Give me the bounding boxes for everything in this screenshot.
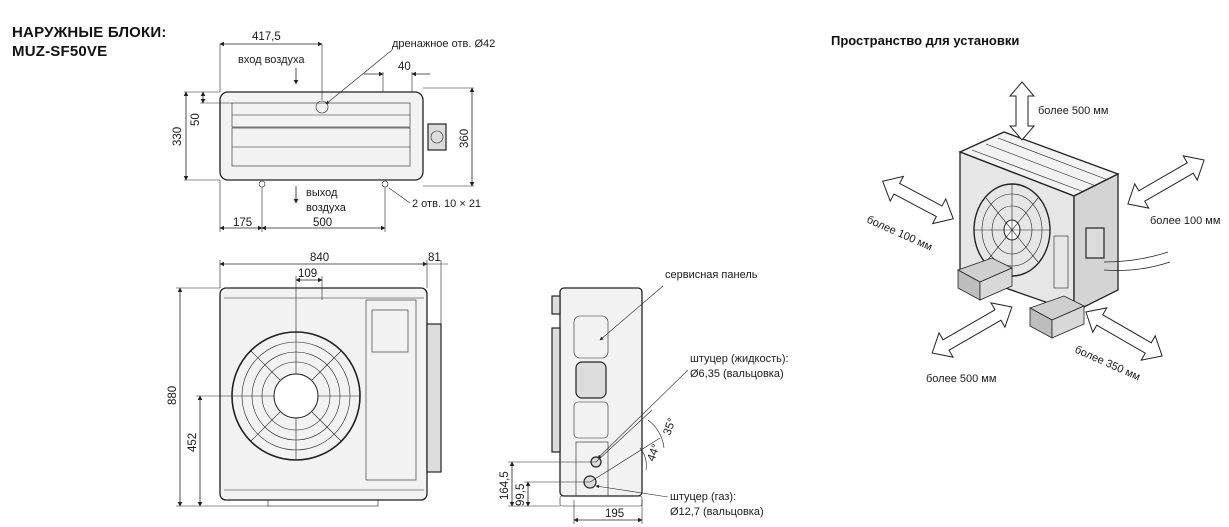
dim-40: 40 — [398, 61, 411, 73]
front-view-side-panel — [426, 323, 442, 473]
drawing-title-line1: НАРУЖНЫЕ БЛОКИ: — [12, 24, 167, 41]
air-inlet-label: вход воздуха — [238, 54, 305, 66]
clearance-arrow-left — [882, 175, 954, 225]
dim-880: 880 — [167, 386, 179, 405]
clearance-arrow-right — [1127, 155, 1205, 209]
fan-grille — [231, 331, 361, 461]
clearance-arrow-top — [1008, 81, 1036, 141]
unit-valve-cover — [1085, 227, 1105, 259]
top-view-valves — [427, 123, 447, 151]
dim-417-5: 417,5 — [252, 31, 281, 43]
service-panel-upper — [573, 315, 609, 359]
service-panel-label: сервисная панель — [665, 269, 758, 281]
clearance-top-label: более 500 мм — [1038, 105, 1108, 117]
dim-99-5: 99,5 — [515, 484, 527, 506]
clearance-right-label: более 100 мм — [1150, 215, 1220, 227]
front-view-label-plate — [371, 309, 409, 353]
dim-175: 175 — [233, 217, 252, 229]
air-outlet-label-2: воздуха — [306, 202, 347, 214]
front-view-casing — [219, 287, 428, 501]
drawing-title-line2: MUZ-SF50VE — [12, 43, 108, 60]
clearance-front-label: более 500 мм — [926, 373, 996, 385]
dim-195: 195 — [605, 508, 624, 520]
dim-81: 81 — [428, 252, 441, 264]
installation-space-heading: Пространство для установки — [831, 33, 1020, 48]
dim-50: 50 — [190, 113, 202, 126]
dim-500: 500 — [313, 217, 332, 229]
mount-holes-label: 2 отв. 10 × 21 — [412, 198, 481, 210]
dim-109: 109 — [298, 268, 317, 280]
top-view-casing — [219, 91, 424, 181]
dim-330: 330 — [172, 127, 184, 146]
liquid-port-label-2: Ø6,35 (вальцовка) — [690, 368, 784, 380]
mount-hole-right — [381, 180, 389, 188]
front-view: 840 81 109 880 452 — [167, 252, 448, 507]
dim-840: 840 — [310, 252, 329, 264]
valve-area — [575, 441, 609, 497]
dim-452: 452 — [187, 433, 199, 452]
drain-hole-label: дренажное отв. Ø42 — [392, 38, 495, 50]
angle-35: 35° — [662, 417, 679, 437]
side-view: сервисная панель штуцер (жидкость): Ø6,3… — [499, 269, 789, 524]
dim-360: 360 — [459, 129, 471, 148]
liquid-port-label-1: штуцер (жидкость): — [690, 353, 789, 365]
top-view: 417,5 вход воздуха дренажное отв. Ø42 40… — [172, 31, 495, 232]
gas-port-label-2: Ø12,7 (вальцовка) — [670, 506, 764, 518]
clearance-arrow-back — [1085, 307, 1163, 361]
side-view-rear-grille — [551, 327, 561, 453]
clearance-back-label: более 350 мм — [1073, 344, 1142, 384]
gas-port-label-1: штуцер (газ): — [670, 491, 736, 503]
air-outlet-label-1: выход — [306, 187, 338, 199]
clearance-left-label: более 100 мм — [865, 214, 934, 254]
clearance-arrow-front — [931, 302, 1013, 358]
dim-164-5: 164,5 — [499, 471, 511, 500]
drain-hole-mark — [315, 100, 329, 114]
angle-44: 44° — [646, 443, 663, 463]
mount-hole-left — [258, 180, 266, 188]
installation-space-drawing: более 500 мм более 100 мм более 100 мм б… — [865, 81, 1220, 385]
